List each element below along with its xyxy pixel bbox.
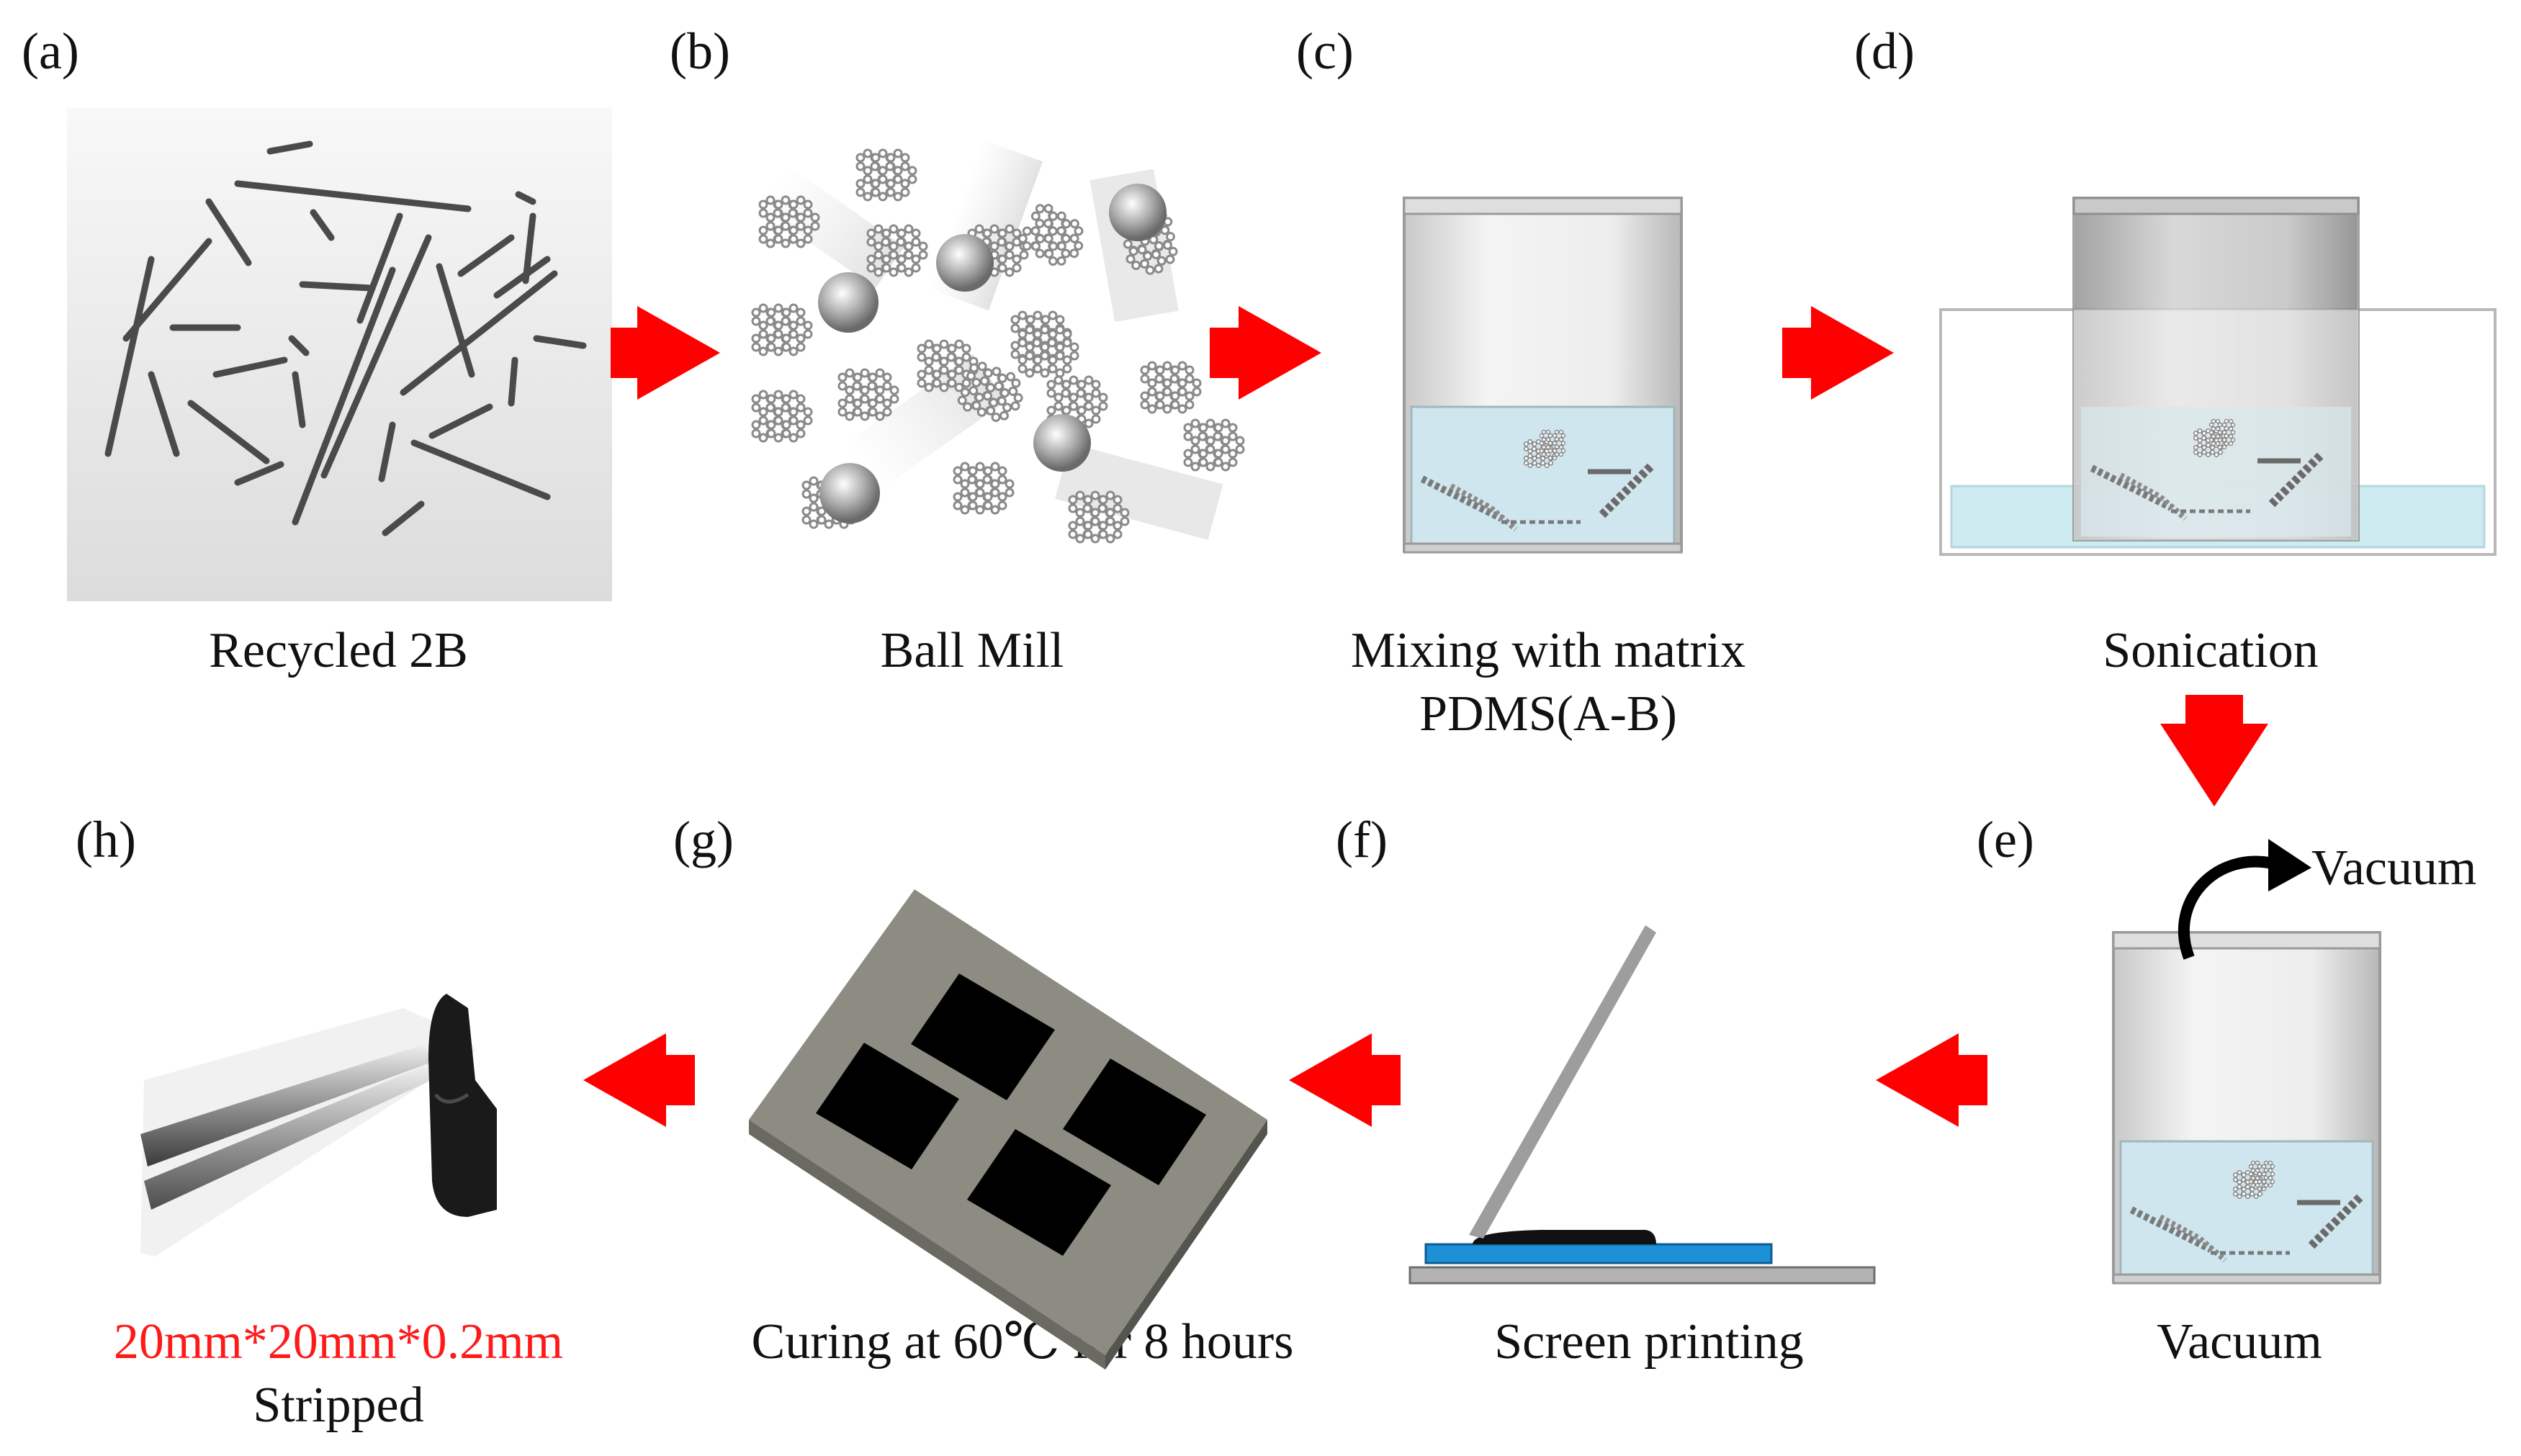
label-e: (e) xyxy=(1977,811,2034,868)
arrow-e-to-f xyxy=(1876,1033,1987,1127)
ball-mill-image xyxy=(752,139,1244,542)
curing-plate-image xyxy=(749,889,1267,1370)
caption-h-line2: Stripped xyxy=(253,1377,424,1433)
arrow-g-to-h xyxy=(583,1033,695,1127)
caption-h: 20mm*20mm*0.2mm Stripped xyxy=(43,1311,634,1437)
label-d: (d) xyxy=(1854,22,1915,80)
vacuum-annotation: Vacuum xyxy=(2311,840,2476,896)
label-g: (g) xyxy=(673,811,734,868)
caption-c: Mixing with matrix PDMS(A-B) xyxy=(1282,619,1815,745)
arrow-b-to-c xyxy=(1210,306,1321,400)
caption-h-dims: 20mm*20mm*0.2mm xyxy=(113,1314,564,1370)
stripped-film-image xyxy=(140,994,497,1257)
caption-g: Curing at 60℃ for 8 hours xyxy=(751,1314,1294,1370)
caption-d: Sonication xyxy=(2103,623,2319,678)
vacuum-container xyxy=(2112,931,2381,1285)
caption-c-line2: PDMS(A-B) xyxy=(1419,686,1677,742)
caption-c-line1: Mixing with matrix xyxy=(1350,623,1746,678)
arrow-d-to-e xyxy=(2160,695,2268,806)
sonication-bath xyxy=(1939,197,2497,556)
label-f: (f) xyxy=(1336,811,1388,868)
vacuum-curved-arrow xyxy=(2178,839,2311,960)
screen-printing-image xyxy=(1408,925,1876,1285)
mixing-container xyxy=(1403,197,1683,554)
arrow-a-to-b xyxy=(611,306,720,400)
label-a: (a) xyxy=(22,22,79,80)
label-h: (h) xyxy=(76,811,136,868)
arrow-c-to-d xyxy=(1782,306,1894,400)
process-arrows xyxy=(583,306,2268,1127)
caption-f: Screen printing xyxy=(1494,1314,1804,1370)
caption-e: Vacuum xyxy=(2157,1314,2322,1370)
caption-b: Ball Mill xyxy=(880,623,1064,678)
label-b: (b) xyxy=(670,22,730,80)
arrow-f-to-g xyxy=(1289,1033,1401,1127)
caption-a: Recycled 2B xyxy=(209,623,468,678)
recycled-2b-image xyxy=(67,108,612,601)
label-c: (c) xyxy=(1296,22,1354,80)
